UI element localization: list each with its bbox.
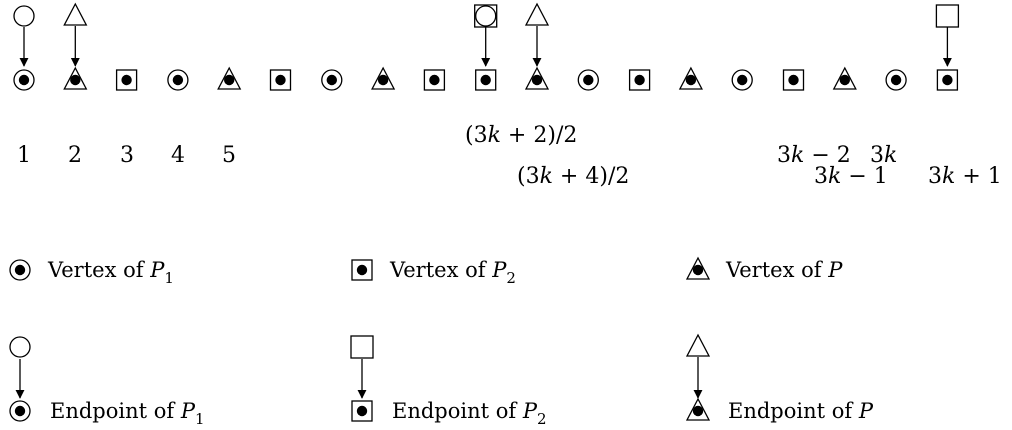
vertex-square-19 <box>936 69 959 91</box>
circle-vertex-icon <box>9 259 31 281</box>
vertex-circle-15 <box>731 69 753 91</box>
vertex-square-13 <box>628 69 651 91</box>
legend-vertex-square: Vertex of P2 <box>351 258 516 287</box>
vertex-circle-4 <box>167 69 189 91</box>
square-endpoint-icon <box>350 335 374 359</box>
endpoint-marker-1 <box>13 5 35 67</box>
vertex-square-6 <box>269 69 292 91</box>
endpoint-marker-2 <box>63 2 88 67</box>
position-label: 4 <box>171 143 185 168</box>
position-label: 1 <box>17 143 31 168</box>
endpoint-circle-in-square-icon <box>474 4 498 28</box>
legend-vertex-label: Vertex of P1 <box>47 258 174 287</box>
position-label: 3k − 2 <box>777 143 851 168</box>
endpoint-row <box>13 2 960 67</box>
position-label: 2 <box>68 143 82 168</box>
vertex-circle-18 <box>885 69 907 91</box>
vertex-square-16 <box>782 69 805 91</box>
legend-endpoint-square: Endpoint of P2 <box>350 335 547 428</box>
vertex-triangle-8 <box>371 66 396 90</box>
circle-vertex-icon <box>9 400 31 422</box>
endpoint-circle-icon <box>13 5 35 27</box>
vertex-square-10 <box>475 69 497 91</box>
position-label: 3 <box>120 143 134 168</box>
endpoint-marker-3 <box>474 4 498 67</box>
vertex-circle-12 <box>577 69 599 91</box>
position-label: (3k + 4)/2 <box>517 164 629 189</box>
position-label: 3k − 1 <box>814 164 888 189</box>
vertex-square-3 <box>115 69 138 91</box>
legend-vertex-label: Vertex of P <box>725 258 843 282</box>
vertex-circle-1 <box>13 69 35 91</box>
legend-vertex-label: Vertex of P2 <box>389 258 516 287</box>
legend-endpoint-circle: Endpoint of P1 <box>9 336 205 428</box>
legend-vertex-triangle: Vertex of P <box>685 256 843 282</box>
triangle-endpoint-icon <box>685 333 711 357</box>
legend-endpoint-triangle: Endpoint of P <box>685 333 874 423</box>
legend: Vertex of P1 Vertex of P2 Vertex of P Endpo… <box>9 256 874 428</box>
triangle-vertex-icon <box>685 397 711 421</box>
square-vertex-icon <box>351 259 373 281</box>
position-label: 3k <box>870 143 897 168</box>
vertex-row <box>13 66 959 91</box>
vertex-square-9 <box>423 69 446 91</box>
triangle-vertex-icon <box>685 256 711 280</box>
legend-vertex-circle: Vertex of P1 <box>9 258 174 287</box>
position-label: (3k + 2)/2 <box>465 123 577 148</box>
vertex-triangle-17 <box>832 66 857 90</box>
vertex-circle-7 <box>321 69 343 91</box>
endpoint-marker-5 <box>935 4 960 67</box>
vertex-triangle-14 <box>678 66 703 90</box>
vertex-triangle-5 <box>217 66 242 90</box>
endpoint-triangle-icon <box>63 2 88 26</box>
legend-endpoint-label: Endpoint of P <box>728 399 874 423</box>
endpoint-square-icon <box>935 4 960 28</box>
position-label: 5 <box>222 143 236 168</box>
vertex-triangle-2 <box>63 66 88 90</box>
circle-endpoint-icon <box>9 336 31 358</box>
square-vertex-icon <box>351 400 373 422</box>
vertex-triangle-11 <box>524 66 550 90</box>
legend-endpoint-label: Endpoint of P2 <box>392 399 547 428</box>
endpoint-marker-4 <box>524 2 550 67</box>
position-label: 3k + 1 <box>928 164 1002 189</box>
legend-endpoint-label: Endpoint of P1 <box>50 399 205 428</box>
endpoint-triangle-icon <box>524 2 550 26</box>
